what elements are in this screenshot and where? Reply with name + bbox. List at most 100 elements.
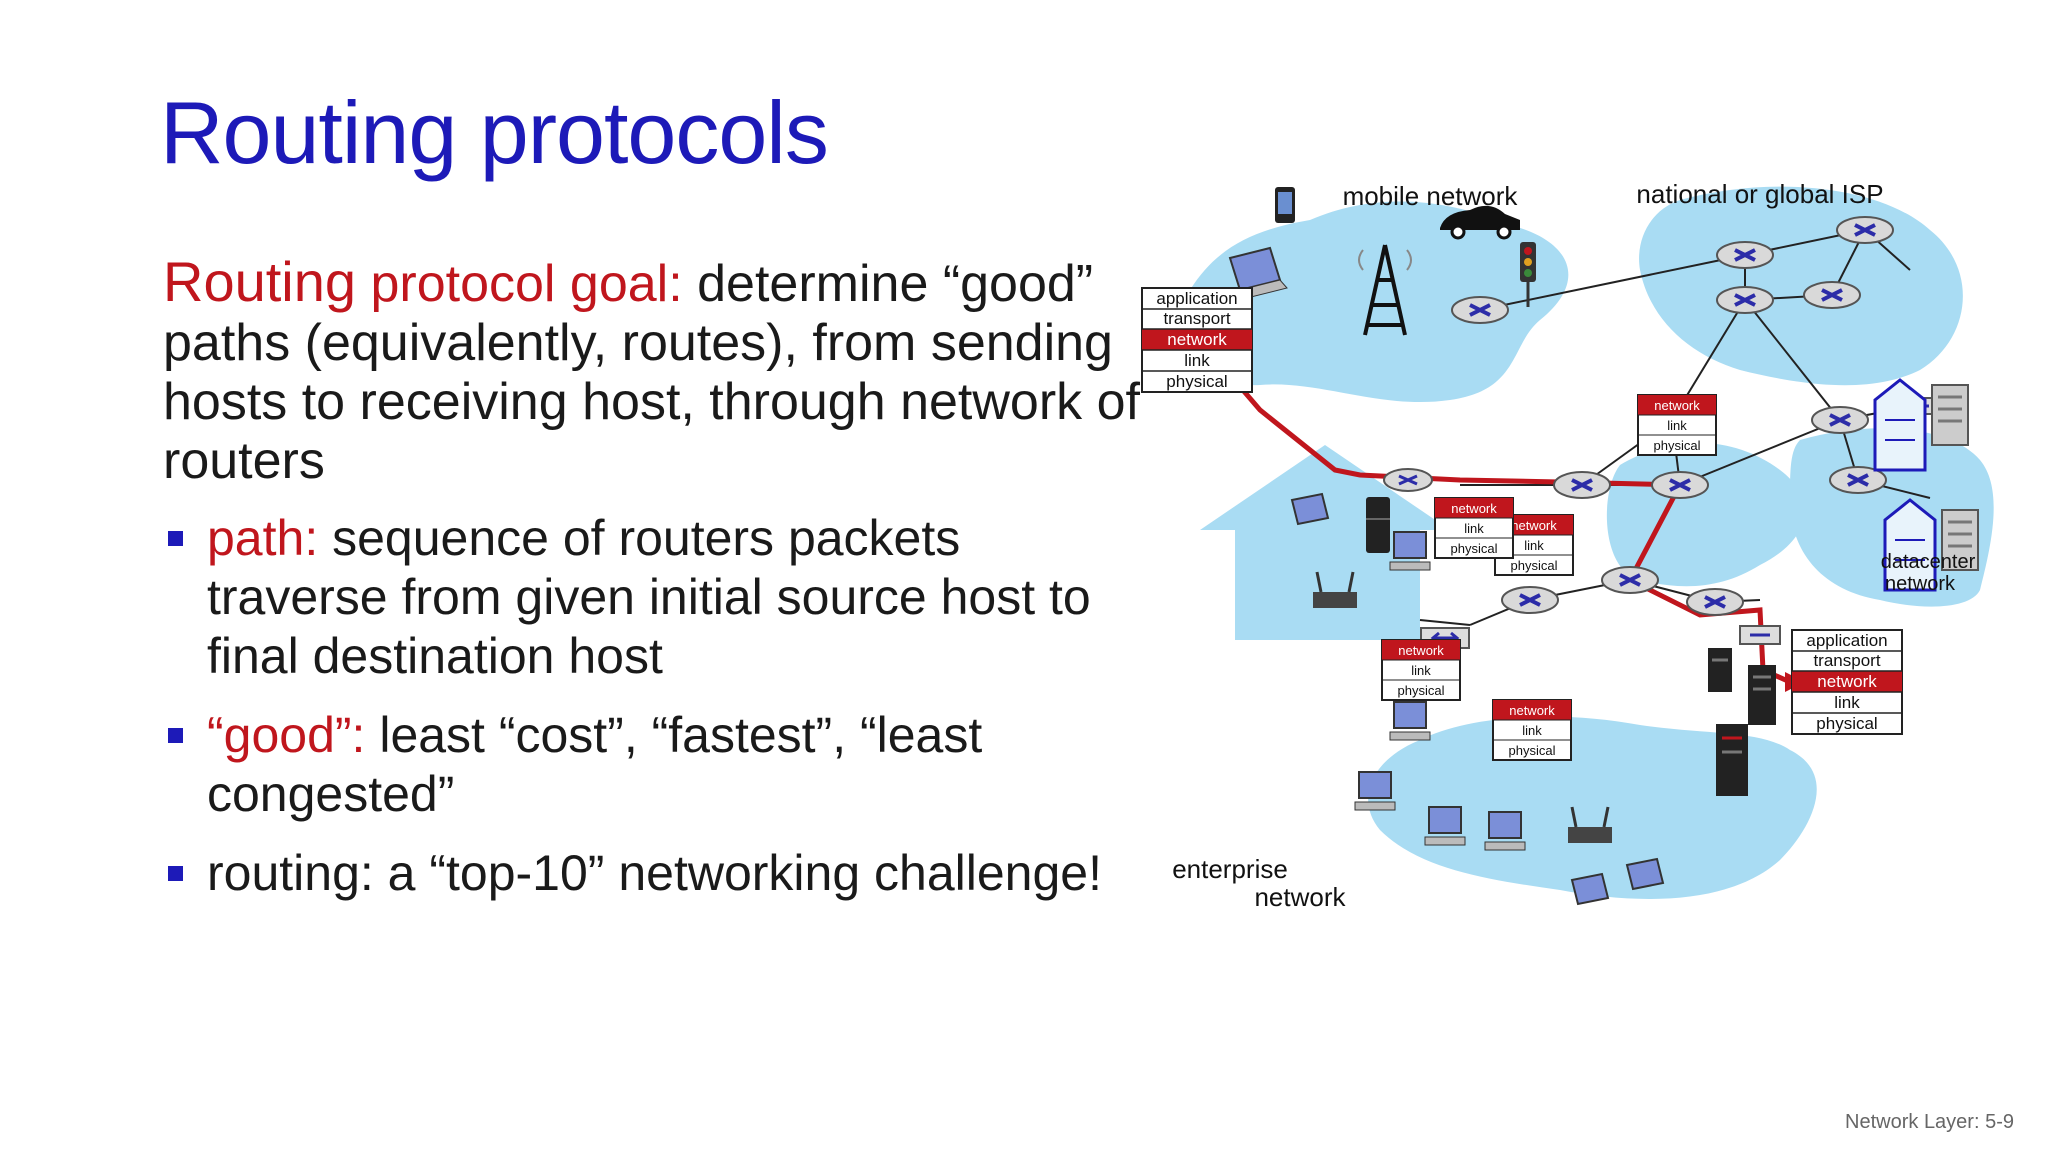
- slide-title: Routing protocols: [160, 83, 829, 182]
- mobile-network-label: mobile network: [1343, 181, 1519, 211]
- datacenter-label-line1: datacenter: [1881, 551, 1976, 573]
- stack-layer-label: network: [1817, 672, 1877, 691]
- stack-layer-label: link: [1667, 418, 1687, 433]
- routing-word: Routing: [163, 250, 357, 313]
- link-line: [1419, 619, 1471, 626]
- stack-layer-label: network: [1509, 703, 1555, 718]
- stack-layer-label: transport: [1813, 651, 1880, 670]
- router-icon: [1716, 241, 1774, 269]
- router-icon: [1601, 566, 1659, 594]
- switch-icon: [1739, 625, 1781, 645]
- stack-layer-label: link: [1834, 693, 1860, 712]
- bullet-label: path:: [207, 510, 319, 566]
- router-icon: [1651, 471, 1709, 499]
- enterprise-label-line1: enterprise: [1172, 854, 1288, 884]
- stack-layer-label: network: [1654, 398, 1700, 413]
- stack-layer-label: network: [1511, 518, 1557, 533]
- isp-cloud: [1639, 186, 1963, 386]
- desktop-computer-icon: [1389, 531, 1431, 571]
- stack-layer-label: application: [1806, 631, 1887, 650]
- bullet-list: path: sequence of routers packets traver…: [163, 509, 1143, 903]
- enterprise-label-line2: network: [1254, 882, 1346, 912]
- router-icon: [1836, 216, 1894, 244]
- router-icon: [1803, 281, 1861, 309]
- router-icon: [1686, 588, 1744, 616]
- stack-layer-label: network: [1167, 330, 1227, 349]
- wifi-router-icon: [1568, 806, 1612, 843]
- desktop-computer-icon: [1389, 701, 1431, 741]
- stack-layer-label: transport: [1163, 309, 1230, 328]
- stack-layer-label: application: [1156, 289, 1237, 308]
- isp-label: national or global ISP: [1636, 179, 1883, 209]
- stack-layer-label: physical: [1509, 743, 1556, 758]
- laptop-icon: [1570, 872, 1610, 906]
- bullet-square-icon: [168, 728, 183, 743]
- laptop-icon: [1290, 492, 1330, 526]
- router-icon: [1383, 468, 1433, 492]
- stack-layer-label: network: [1451, 501, 1497, 516]
- server-tower-icon: [1748, 665, 1776, 725]
- datacenter-building-icon: [1883, 498, 1937, 592]
- desktop-computer-icon: [1484, 811, 1526, 851]
- stack-layer-label: link: [1411, 663, 1431, 678]
- stack-layer-label: physical: [1451, 541, 1498, 556]
- datacenter-building-icon: [1873, 378, 1927, 472]
- wifi-router-icon: [1313, 571, 1357, 608]
- route-path: [1198, 338, 1792, 685]
- routing-goal: Routing protocol goal: determine “good” …: [163, 252, 1143, 491]
- stack-layer-label: physical: [1398, 683, 1445, 698]
- stack-layer-label: link: [1464, 521, 1484, 536]
- slide-body: Routing protocol goal: determine “good” …: [163, 252, 1143, 923]
- router-stack: network link physical: [1434, 497, 1514, 559]
- bullet-text: least “cost”, “fastest”, “least congeste…: [207, 707, 983, 822]
- cell-tower-icon: [1358, 244, 1412, 336]
- server-tower-icon: [1716, 724, 1748, 796]
- bullet-label: “good”:: [207, 707, 366, 763]
- stack-layer-label: link: [1522, 723, 1542, 738]
- goal-text: determine “good” paths (equivalently, ro…: [163, 255, 1140, 490]
- network-diagram: application transport network link physi…: [1141, 179, 1994, 912]
- stack-layer-label: link: [1524, 538, 1544, 553]
- router-stack: network link physical: [1494, 514, 1574, 576]
- bullet-square-icon: [168, 866, 183, 881]
- server-rack-icon: [1931, 384, 1969, 446]
- desktop-computer-icon: [1424, 806, 1466, 846]
- refrigerator-icon: [1366, 497, 1390, 553]
- source-host-stack: application transport network link physi…: [1141, 287, 1253, 393]
- router-icon: [1829, 466, 1887, 494]
- bullet-path: path: sequence of routers packets traver…: [163, 509, 1143, 686]
- laptop-icon: [1625, 857, 1665, 891]
- router-icon: [1716, 286, 1774, 314]
- stack-layer-label: physical: [1166, 372, 1227, 391]
- traffic-light-icon: [1520, 242, 1536, 307]
- slide-footer: Network Layer: 5-9: [1845, 1111, 2014, 1133]
- bullet-challenge: routing: a “top-10” networking challenge…: [163, 844, 1143, 903]
- stack-layer-label: link: [1184, 351, 1210, 370]
- router-icon: [1811, 406, 1869, 434]
- router-icon: [1553, 471, 1611, 499]
- stack-layer-label: physical: [1654, 438, 1701, 453]
- stack-layer-label: network: [1398, 643, 1444, 658]
- bullet-text: sequence of routers packets traverse fro…: [207, 510, 1091, 684]
- router-stack: network link physical: [1492, 699, 1572, 761]
- link-line: [1479, 254, 1746, 311]
- router-icon: [1451, 296, 1509, 324]
- home-network-shape: [1200, 445, 1450, 640]
- datacenter-label-line2: network: [1885, 573, 1956, 595]
- bullet-text: routing: a “top-10” networking challenge…: [207, 845, 1102, 901]
- router-icon: [1501, 586, 1559, 614]
- server-rack-icon: [1941, 509, 1979, 571]
- router-stack: network link physical: [1637, 394, 1717, 456]
- router-stack: network link physical: [1381, 639, 1461, 701]
- stack-layer-label: physical: [1816, 714, 1877, 733]
- destination-host-stack: application transport network link physi…: [1791, 629, 1903, 735]
- desktop-computer-icon: [1354, 771, 1396, 811]
- phone-icon: [1275, 187, 1295, 223]
- bullet-square-icon: [168, 531, 183, 546]
- stack-layer-label: physical: [1511, 558, 1558, 573]
- server-tower-icon: [1708, 648, 1732, 692]
- car-icon: [1440, 205, 1520, 240]
- laptop-icon: [1228, 246, 1288, 299]
- bullet-good: “good”: least “cost”, “fastest”, “least …: [163, 706, 1143, 824]
